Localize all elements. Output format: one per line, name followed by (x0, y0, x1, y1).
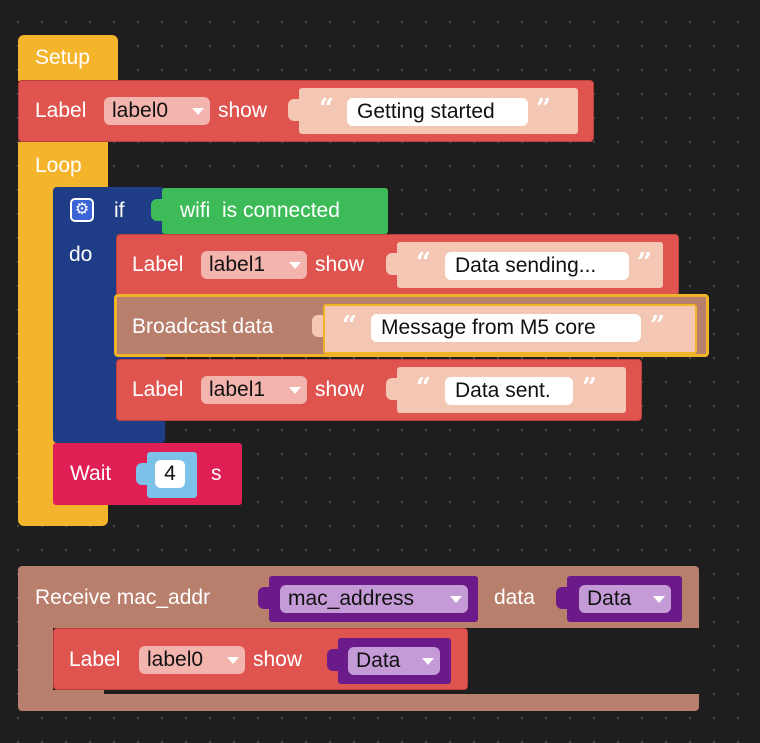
wait-unit: s (211, 462, 222, 485)
data-variable-dropdown[interactable]: Data (348, 647, 440, 675)
input-tab (312, 315, 324, 337)
receive-footer (18, 690, 104, 711)
open-quote-icon: “ (342, 311, 357, 341)
input-tab (151, 199, 163, 221)
loop-header (18, 142, 108, 188)
dropdown-arrow-icon (289, 387, 301, 394)
text-input[interactable]: Data sending... (445, 252, 629, 280)
input-tab (327, 649, 339, 671)
do-keyword: do (69, 243, 93, 266)
label-block-verb: show (253, 648, 303, 671)
wifi-connected-block[interactable] (162, 188, 388, 234)
input-tab (288, 99, 300, 121)
open-quote-icon: “ (416, 248, 431, 278)
if-keyword: if (114, 199, 125, 222)
input-tab (556, 587, 568, 609)
gear-icon[interactable]: ⚙ (70, 198, 94, 222)
broadcast-prefix: Broadcast data (132, 315, 274, 338)
dropdown-arrow-icon (653, 596, 665, 603)
label-target-dropdown[interactable]: label1 (201, 376, 307, 404)
text-input[interactable]: Data sent. (445, 377, 573, 405)
wait-prefix: Wait (70, 462, 112, 485)
open-quote-icon: “ (416, 373, 431, 403)
wifi-condition-text: wifi is connected (180, 199, 340, 222)
loop-label: Loop (35, 154, 82, 177)
input-tab (258, 587, 270, 609)
data-variable-dropdown[interactable]: Data (579, 585, 671, 613)
label-block-prefix: Label (35, 99, 87, 122)
dropdown-arrow-icon (450, 596, 462, 603)
label-block-verb: show (218, 99, 268, 122)
setup-hat-block[interactable] (18, 35, 118, 81)
label-target-dropdown[interactable]: label1 (201, 251, 307, 279)
label-target-dropdown[interactable]: label0 (104, 97, 210, 125)
close-quote-icon: ” (582, 373, 597, 403)
label-block-verb: show (315, 253, 365, 276)
label-block-prefix: Label (132, 253, 184, 276)
close-quote-icon: ” (650, 311, 665, 341)
text-input[interactable]: Getting started (347, 98, 528, 126)
close-quote-icon: ” (637, 248, 652, 278)
label-block-prefix: Label (69, 648, 121, 671)
dropdown-arrow-icon (227, 657, 239, 664)
data-keyword: data (494, 586, 535, 609)
text-input[interactable]: Message from M5 core (371, 314, 641, 342)
label-block-prefix: Label (132, 378, 184, 401)
input-tab (136, 463, 148, 485)
close-quote-icon: ” (536, 94, 551, 124)
input-tab (386, 378, 398, 400)
dropdown-arrow-icon (422, 658, 434, 665)
label-target-dropdown[interactable]: label0 (139, 646, 245, 674)
mac-address-dropdown[interactable]: mac_address (280, 585, 468, 613)
open-quote-icon: “ (319, 94, 334, 124)
wait-seconds-input[interactable]: 4 (155, 460, 185, 488)
dropdown-arrow-icon (192, 108, 204, 115)
label-block-verb: show (315, 378, 365, 401)
dropdown-arrow-icon (289, 262, 301, 269)
input-tab (386, 253, 398, 275)
setup-label: Setup (35, 46, 90, 69)
receive-prefix: Receive mac_addr (35, 586, 211, 609)
